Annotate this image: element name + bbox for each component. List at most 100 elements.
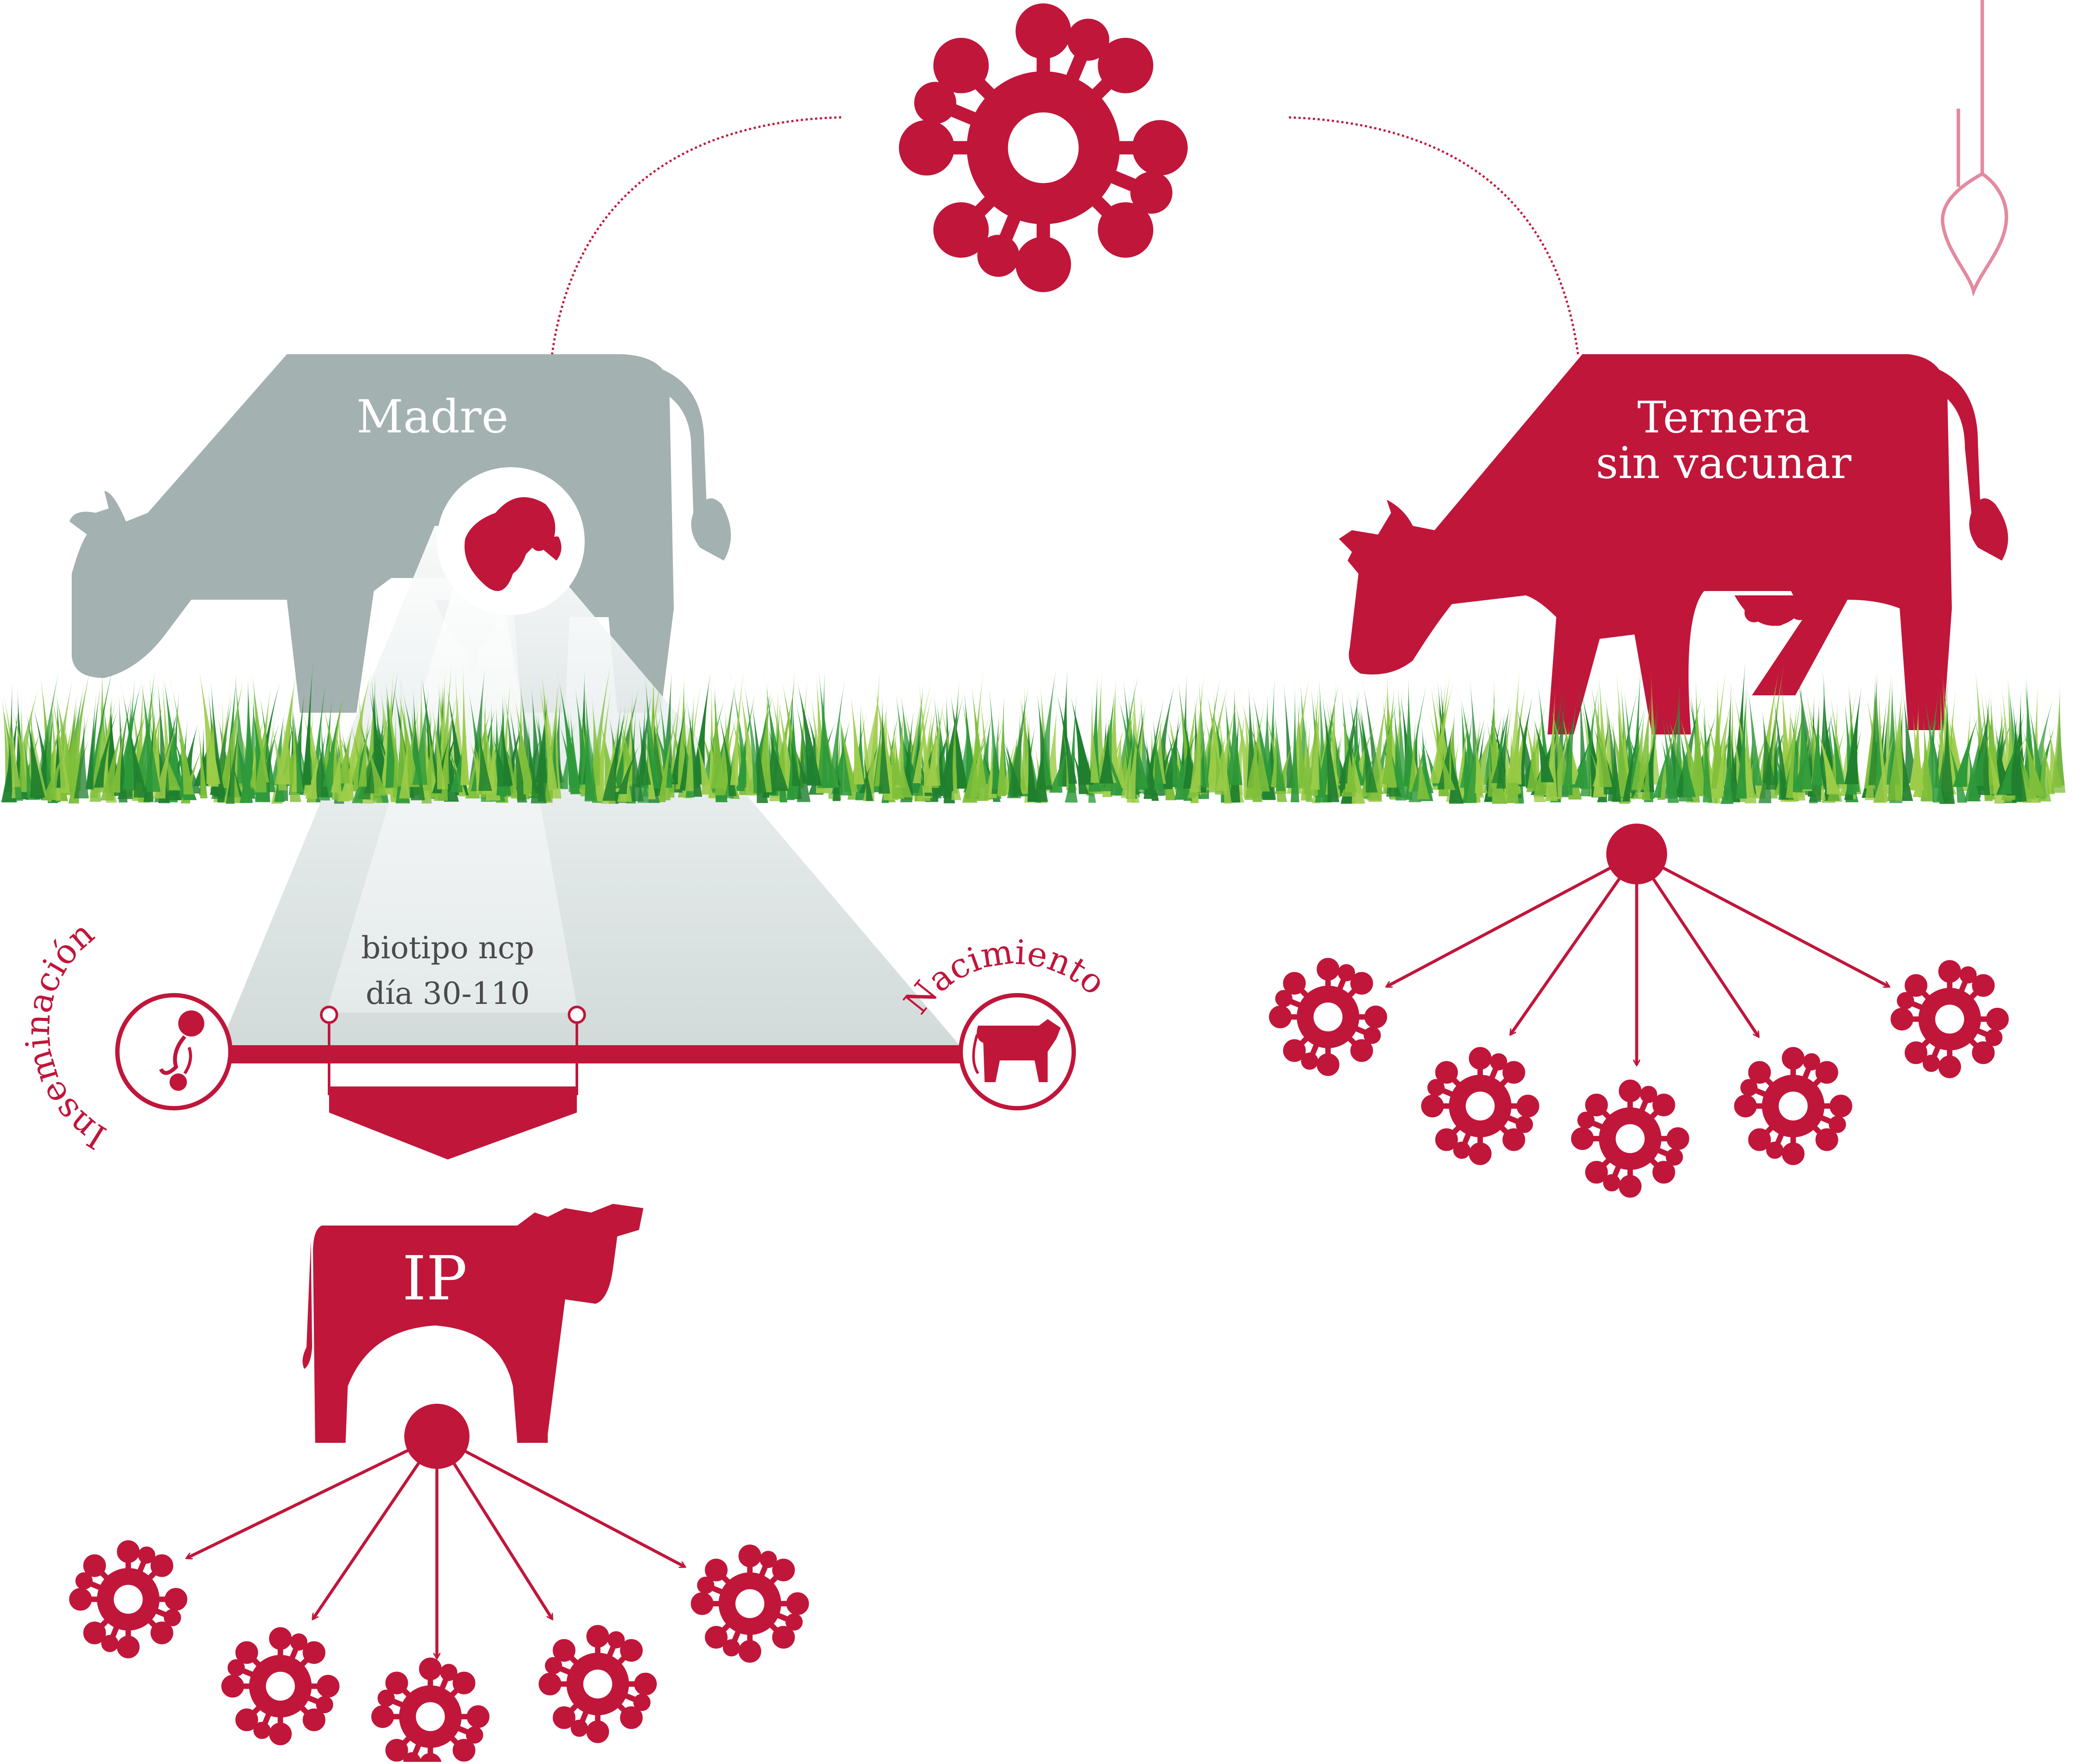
- grass-blade: [1321, 689, 1339, 802]
- grass-blade: [1310, 689, 1321, 790]
- grass-blade: [86, 693, 97, 790]
- grass-blade: [499, 713, 513, 786]
- grass-blade: [1623, 682, 1637, 792]
- grass-blade: [766, 722, 789, 791]
- grass-blade: [1580, 683, 1599, 797]
- grass-blade: [917, 672, 932, 793]
- sperm-icon: [159, 1010, 204, 1091]
- grass-blade: [2, 684, 20, 787]
- grass-blade: [1033, 732, 1048, 802]
- grass-blade: [1152, 715, 1165, 790]
- grass-blade: [560, 722, 575, 789]
- grass-blade: [1429, 683, 1453, 784]
- grass-blade: [358, 712, 370, 787]
- grass-blade: [290, 693, 305, 789]
- grass-blade: [1981, 724, 2005, 804]
- grass-blade: [1741, 742, 1754, 797]
- grass-blade: [126, 717, 148, 798]
- grass-blade: [797, 724, 811, 802]
- grass-blade: [556, 669, 579, 785]
- grass-blade: [1673, 676, 1684, 797]
- grass-blade: [574, 682, 592, 785]
- virus-icon: [693, 1547, 806, 1660]
- grass-blade: [100, 718, 125, 801]
- grass-blade: [535, 697, 548, 783]
- grass-blade: [220, 680, 243, 788]
- grass-blade: [1139, 724, 1159, 801]
- grass-blade: [94, 709, 118, 788]
- grass-blade: [1261, 693, 1273, 786]
- grass-blade: [1771, 684, 1789, 800]
- grass-blade: [1874, 694, 1885, 802]
- grass-blade: [1724, 680, 1733, 797]
- grass-blade: [1382, 685, 1395, 784]
- grass-blade: [336, 724, 353, 784]
- virus-icon: [1574, 1082, 1686, 1195]
- grass-blade: [2048, 723, 2063, 788]
- grass-blade: [330, 736, 344, 793]
- ip-shedding-arrows: [187, 1435, 685, 1658]
- grass-blade: [412, 689, 429, 785]
- grass-blade: [839, 714, 852, 796]
- grass-blade: [1049, 740, 1072, 793]
- grass-blade: [491, 734, 512, 787]
- grass-blade: [1574, 733, 1593, 787]
- grass-blade: [978, 714, 992, 785]
- grass-blade: [1791, 741, 1814, 792]
- grass-blade: [450, 732, 468, 793]
- grass-blade: [1215, 694, 1232, 804]
- grass-blade: [1632, 663, 1641, 783]
- grass-blade: [963, 725, 982, 802]
- grass-blade: [1761, 707, 1775, 783]
- unvaccinated-calf-icon: [1339, 354, 2008, 734]
- grass-blade: [430, 697, 446, 790]
- grass-blade: [1561, 696, 1578, 795]
- ip-label: IP: [402, 1243, 467, 1314]
- grass-blade: [1190, 673, 1205, 793]
- grass-blade: [123, 677, 135, 790]
- grass-blade: [1069, 691, 1094, 785]
- grass-blade: [1247, 684, 1259, 788]
- grass-blade: [629, 711, 644, 801]
- grass-blade: [1622, 708, 1645, 802]
- grass-blade: [208, 701, 219, 787]
- grass-blade: [1785, 694, 1802, 798]
- grass-blade: [1408, 737, 1427, 802]
- grass-blade: [481, 736, 501, 794]
- grass-blade: [638, 713, 651, 785]
- grass-blade: [507, 697, 527, 803]
- grass-blade: [1255, 712, 1270, 792]
- grass-blade: [722, 706, 736, 791]
- grass-blade: [1811, 698, 1823, 786]
- grass-blade: [739, 682, 761, 796]
- grass-blade: [317, 729, 329, 797]
- grass-blade: [1899, 735, 1913, 801]
- grass-blade: [1405, 685, 1427, 800]
- calf-virus-cloud: [1272, 960, 2006, 1195]
- grass-blade: [1984, 691, 2004, 788]
- grass-blade: [1730, 726, 1741, 803]
- grass-blade: [1691, 678, 1706, 794]
- grass-blade: [169, 675, 194, 795]
- grass-blade: [1844, 686, 1862, 784]
- grass-blade: [50, 683, 70, 793]
- grass-blade: [1121, 736, 1135, 798]
- grass-blade: [1318, 671, 1328, 791]
- grass-blade: [582, 694, 595, 800]
- ncp-window-bar: [329, 1086, 577, 1108]
- grass-blade: [432, 734, 451, 794]
- grass-blade: [1419, 738, 1434, 793]
- grass-blade: [363, 734, 387, 796]
- grass-blade: [1244, 703, 1255, 787]
- grass-blade: [1105, 743, 1125, 796]
- grass-blade: [764, 725, 776, 795]
- grass-blade: [988, 679, 1000, 789]
- grass-blade: [26, 732, 43, 791]
- grass-blade: [34, 728, 49, 799]
- grass-blade: [1967, 742, 1981, 801]
- grass-blade: [26, 710, 45, 798]
- grass-band: [0, 662, 2066, 804]
- insemination-circle: [115, 993, 233, 1110]
- grass-blade: [1844, 694, 1857, 795]
